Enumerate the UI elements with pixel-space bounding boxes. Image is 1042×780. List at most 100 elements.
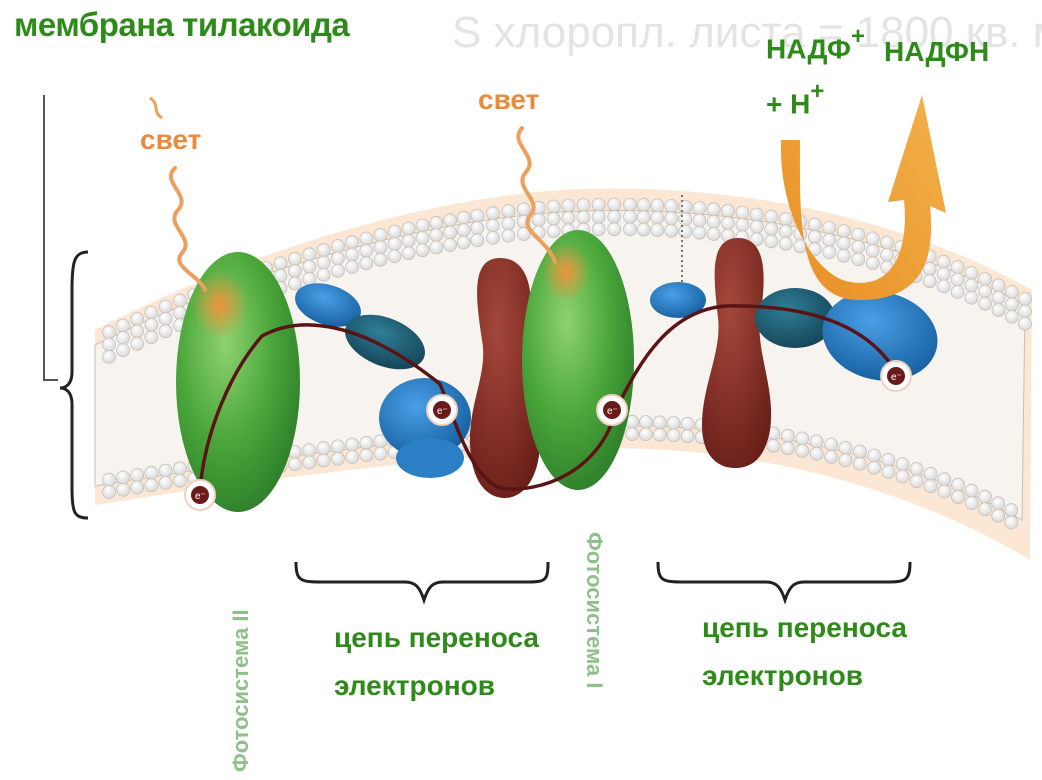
lipid-head: [979, 503, 992, 516]
carrier-blue-1b: [396, 438, 464, 478]
electron-label-4: e⁻: [891, 372, 902, 383]
lipid-head: [117, 319, 130, 332]
lipid-head: [736, 218, 749, 231]
lipid-head: [779, 237, 792, 250]
lipid-head: [360, 257, 373, 270]
lipid-head: [592, 223, 605, 236]
photosystem-i-label: Фотосистема I: [581, 532, 607, 688]
light-label-2: свет: [478, 84, 539, 116]
lipid-head: [965, 497, 978, 510]
electron-chain-label-2: цепь переноса электронов: [702, 604, 907, 700]
chain-1-line1: цепь переноса: [334, 614, 539, 662]
electron-marker-1: e⁻: [185, 480, 215, 510]
lipid-head: [103, 326, 116, 339]
lipid-head: [937, 255, 950, 268]
lipid-head: [103, 338, 116, 351]
lipid-head: [681, 417, 694, 430]
lipid-head: [679, 213, 692, 226]
electron-marker-4: e⁻: [881, 361, 911, 391]
electron-label-1: e⁻: [195, 491, 206, 502]
lipid-head: [853, 457, 866, 470]
lipid-head: [288, 458, 301, 471]
lipid-head: [159, 325, 172, 338]
lipid-head: [457, 236, 470, 249]
lipid-head: [679, 225, 692, 238]
lipid-head: [444, 238, 457, 251]
lipid-head: [1019, 317, 1032, 330]
lipid-head: [923, 275, 936, 288]
lipid-head: [331, 252, 344, 265]
lipid-head: [388, 225, 401, 238]
lipid-head: [131, 337, 144, 350]
lipid-head: [951, 261, 964, 274]
lipid-head: [388, 238, 401, 251]
lipid-head: [117, 471, 130, 484]
lipid-head: [765, 210, 778, 223]
lipid-head: [145, 319, 158, 332]
lipid-head: [667, 429, 680, 442]
lipid-head: [360, 449, 373, 462]
electron-label-2: e⁻: [437, 406, 448, 417]
lipid-head: [679, 200, 692, 213]
lipid-head: [346, 236, 359, 249]
lipid-head: [937, 280, 950, 293]
lipid-head: [910, 462, 923, 475]
lipid-head: [374, 253, 387, 266]
lipid-head: [444, 226, 457, 239]
lipid-head: [781, 429, 794, 442]
lipid-head: [457, 224, 470, 237]
lipid-head: [707, 203, 720, 216]
lipid-head: [866, 257, 879, 270]
lipid-head: [159, 312, 172, 325]
lipid-head: [665, 224, 678, 237]
lipid-head: [502, 205, 515, 218]
lipid-head: [882, 453, 895, 466]
lipid-head: [388, 250, 401, 263]
lipid-head: [653, 416, 666, 429]
lipid-head: [562, 211, 575, 224]
lipid-head: [952, 478, 965, 491]
lipid-head: [823, 246, 836, 259]
lipid-head: [374, 229, 387, 242]
lipid-head: [924, 467, 937, 480]
lipid-head: [707, 215, 720, 228]
lipid-head: [486, 207, 499, 220]
lipid-head: [750, 220, 763, 233]
lipid-head: [796, 444, 809, 457]
lipid-head: [416, 244, 429, 257]
lipid-head: [852, 253, 865, 266]
lipid-head: [317, 256, 330, 269]
lipid-head: [750, 208, 763, 221]
lipid-head: [502, 217, 515, 230]
lipid-head: [839, 454, 852, 467]
lipid-head: [592, 198, 605, 211]
lipid-head: [868, 449, 881, 462]
lipid-head: [517, 203, 530, 216]
lipid-head: [173, 462, 186, 475]
lipid-head: [288, 265, 301, 278]
lipid-head: [736, 206, 749, 219]
lipid-head: [992, 304, 1005, 317]
lipid-head: [881, 236, 894, 249]
lipid-head: [693, 226, 706, 239]
lipid-head: [992, 509, 1005, 522]
lipid-head: [965, 291, 978, 304]
lipid-head: [471, 209, 484, 222]
lipid-head: [374, 241, 387, 254]
lipid-head: [532, 214, 545, 227]
lipid-head: [103, 350, 116, 363]
lipid-head: [681, 430, 694, 443]
lipid-head: [651, 211, 664, 224]
lipid-head: [965, 279, 978, 292]
lipid-head: [103, 486, 116, 499]
lipid-head: [360, 436, 373, 449]
lipid-head: [810, 447, 823, 460]
lipid-head: [808, 218, 821, 231]
lipid-head: [825, 450, 838, 463]
lipid-head: [274, 257, 287, 270]
lipid-head: [1019, 293, 1032, 306]
chain-brace-1: [296, 562, 548, 600]
lipid-head: [346, 260, 359, 273]
lipid-head: [547, 225, 560, 238]
lipid-head: [131, 325, 144, 338]
